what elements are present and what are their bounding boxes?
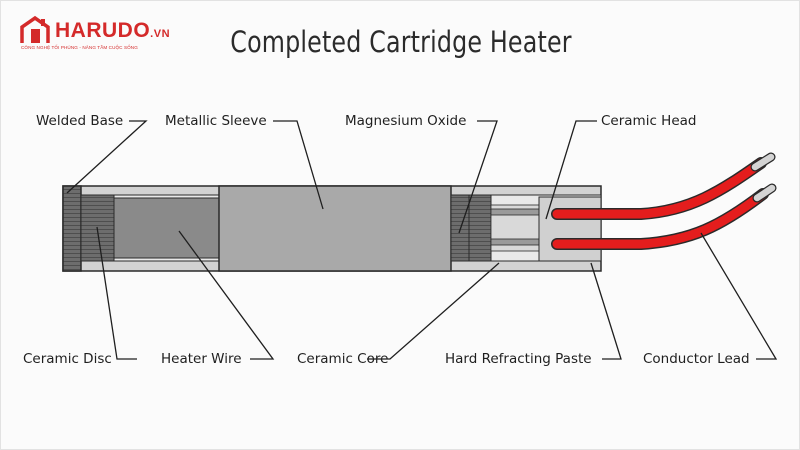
magnesium-oxide <box>450 194 470 262</box>
label-magnesium-oxide: Magnesium Oxide <box>345 113 467 129</box>
label-welded-base: Welded Base <box>36 113 124 129</box>
house-icon <box>20 15 50 43</box>
label-ceramic-head: Ceramic Head <box>601 113 697 129</box>
leader-ceramic-disc <box>96 226 137 360</box>
label-hard-refracting-paste: Hard Refracting Paste <box>445 351 592 367</box>
metallic-sleeve <box>218 185 452 272</box>
ceramic-core <box>468 194 492 262</box>
leader-heater-wire <box>178 230 275 360</box>
heater-wire-section <box>113 197 220 259</box>
page-title: Completed Cartridge Heater <box>230 25 572 59</box>
brand-tagline: CÔNG NGHỆ TỐI PHÚNG - NÂNG TẦM CUỘC SỐNG <box>21 45 138 50</box>
label-heater-wire: Heater Wire <box>161 351 242 367</box>
ceramic-head <box>538 196 602 262</box>
leader-ceramic-core <box>367 262 500 360</box>
label-metallic-sleeve: Metallic Sleeve <box>165 113 267 129</box>
welded-base <box>62 185 82 272</box>
label-ceramic-disc: Ceramic Disc <box>23 351 112 367</box>
leader-conductor-lead <box>700 232 778 360</box>
label-ceramic-core: Ceramic Core <box>297 351 389 367</box>
leader-magnesium-oxide <box>458 120 498 234</box>
brand-name: HARUDO.VN <box>55 19 171 42</box>
leader-ceramic-head <box>545 120 597 220</box>
leader-welded-base <box>66 120 148 194</box>
label-conductor-lead: Conductor Lead <box>643 351 750 367</box>
leader-metallic-sleeve <box>273 120 324 210</box>
leader-refracting-paste <box>590 262 622 360</box>
brand-logo: HARUDO.VN CÔNG NGHỆ TỐI PHÚNG - NÂNG TẦM… <box>19 15 170 61</box>
